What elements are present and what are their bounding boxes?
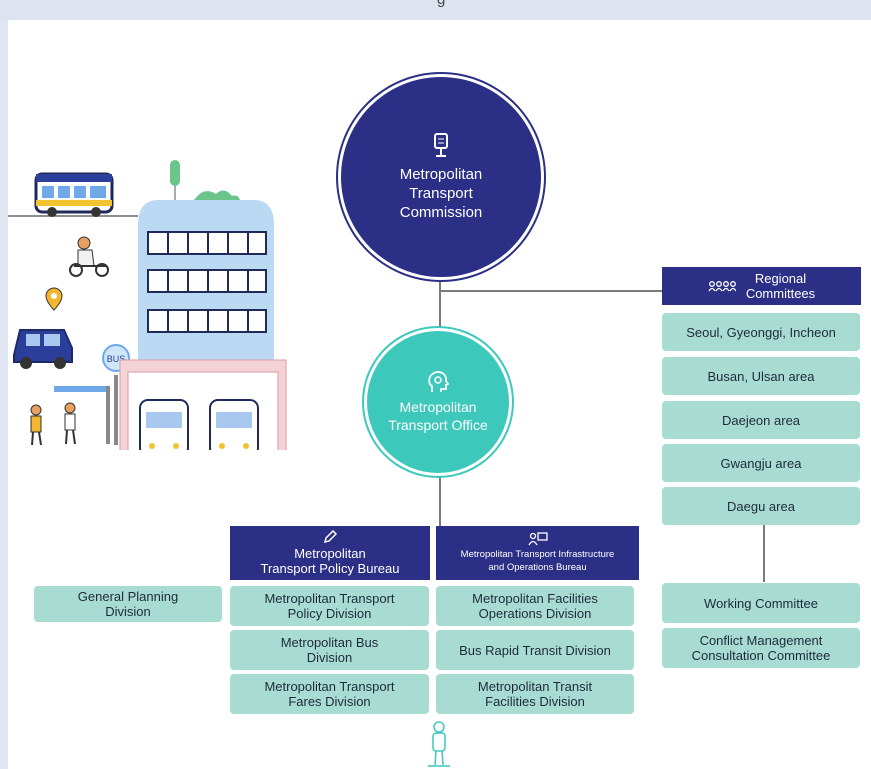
regional-item-busan: Busan, Ulsan area [662, 357, 860, 395]
org-chart-canvas: BUS [8, 20, 871, 769]
cut-off-text: g [437, 0, 445, 8]
infra-bureau-title: Metropolitan Transport Infrastructure an… [460, 549, 615, 573]
regional-committees-header: Regional Committees [662, 267, 861, 305]
people-group-icon [708, 281, 736, 292]
office-building [119, 160, 287, 450]
top-strip: g [0, 0, 871, 20]
commission-node: Metropolitan Transport Commission [341, 77, 541, 277]
regional-item-daejeon: Daejeon area [662, 401, 860, 439]
general-planning-division: General Planning Division [34, 586, 222, 622]
bus-icon [34, 172, 114, 217]
pencil-icon [323, 530, 337, 544]
connector-office-bureaus [439, 475, 441, 527]
connector-to-regional [440, 290, 662, 292]
location-pin-icon [45, 287, 63, 311]
regional-item-seoul: Seoul, Gyeonggi, Incheon [662, 313, 860, 351]
office-node: Metropolitan Transport Office [367, 331, 509, 473]
bus-division: Metropolitan Bus Division [230, 630, 429, 670]
conflict-committee: Conflict Management Consultation Committ… [662, 628, 860, 668]
bus-stop-sign-label: BUS [107, 354, 126, 364]
policy-division: Metropolitan Transport Policy Division [230, 586, 429, 626]
microphone-podium-icon [434, 132, 448, 157]
regional-item-gwangju: Gwangju area [662, 444, 860, 482]
brt-division: Bus Rapid Transit Division [436, 630, 634, 670]
policy-bureau-title: Metropolitan Transport Policy Bureau [260, 546, 400, 576]
office-label: Metropolitan Transport Office [388, 399, 488, 433]
regional-item-daegu: Daegu area [662, 487, 860, 525]
city-illustration: BUS [8, 160, 287, 450]
regional-committees-title: Regional Committees [745, 271, 816, 301]
transit-facilities-division: Metropolitan Transit Facilities Division [436, 674, 634, 714]
people-board-icon [527, 532, 548, 546]
car-icon [13, 329, 73, 369]
facilities-operations-division: Metropolitan Facilities Operations Divis… [436, 586, 634, 626]
infra-bureau-header: Metropolitan Transport Infrastructure an… [436, 526, 639, 580]
person-icon [428, 721, 450, 767]
scooter-rider-icon [69, 236, 109, 277]
fares-division: Metropolitan Transport Fares Division [230, 674, 429, 714]
people-waiting-icon [30, 402, 76, 446]
head-gear-icon [428, 371, 450, 392]
commission-label: Metropolitan Transport Commission [399, 165, 483, 221]
connector-commission-office [439, 280, 441, 330]
working-committee: Working Committee [662, 583, 860, 623]
connector-regional-working [763, 520, 765, 582]
policy-bureau-header: Metropolitan Transport Policy Bureau [230, 526, 430, 580]
